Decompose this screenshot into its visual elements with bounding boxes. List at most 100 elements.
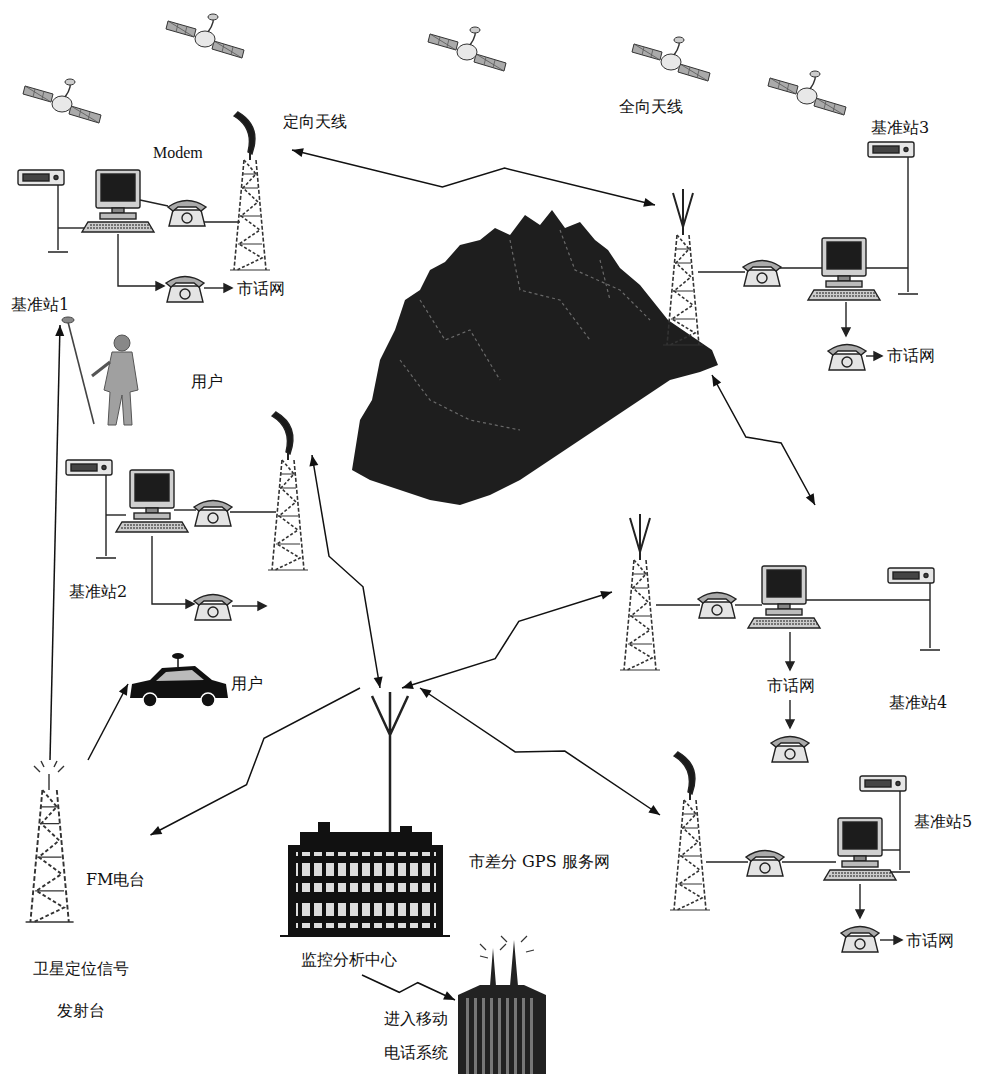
mountain-part bbox=[400, 230, 650, 430]
fm-transmitter-tower-part-part bbox=[26, 790, 74, 922]
satellites bbox=[23, 14, 846, 123]
node-label: 基准站1 bbox=[10, 295, 70, 314]
mobile-system-building-part bbox=[480, 936, 534, 958]
mobile-group: 进入移动 电话系统 bbox=[455, 940, 550, 1072]
link-line bbox=[151, 688, 361, 835]
reference-station-2-part bbox=[232, 605, 260, 606]
reference-station-5-part bbox=[782, 861, 836, 862]
mobile-system-building-part bbox=[490, 940, 518, 986]
reference-station-1-part bbox=[48, 185, 68, 252]
reference-station-1-part bbox=[118, 234, 158, 286]
user-car-part bbox=[201, 693, 215, 707]
reference-station-5-part bbox=[859, 884, 860, 912]
reference-station-4-part bbox=[771, 737, 809, 763]
signal-link bbox=[362, 975, 455, 1000]
reference-station-5-part bbox=[706, 861, 748, 862]
reference-station-2-part bbox=[186, 600, 194, 608]
reference-station-4-part bbox=[806, 599, 930, 600]
reference-station-1-part bbox=[204, 287, 226, 288]
fm-transmitter-tower-part bbox=[34, 761, 64, 772]
reference-station-4-part bbox=[748, 566, 820, 628]
user-person-part bbox=[92, 362, 110, 376]
link-line bbox=[712, 375, 815, 505]
reference-station-1-part bbox=[156, 282, 164, 290]
link-line bbox=[292, 150, 655, 205]
satellites-part bbox=[768, 71, 846, 115]
reference-station-4-part bbox=[789, 700, 790, 722]
reference-station-4-part bbox=[656, 604, 700, 605]
arrow-head bbox=[712, 375, 721, 387]
user-car-part bbox=[130, 666, 228, 698]
arrow-head bbox=[600, 591, 612, 600]
reference-station-1-part bbox=[166, 277, 204, 303]
mobile-system-building-part bbox=[458, 985, 546, 1074]
network-label: 市话网 bbox=[886, 346, 936, 365]
arrow-head bbox=[55, 325, 64, 336]
reference-station-3-part bbox=[866, 267, 908, 268]
node-label: 基准站3 bbox=[870, 118, 930, 137]
reference-station-3-part bbox=[808, 238, 880, 300]
reference-station-2-part bbox=[268, 460, 308, 570]
link-line bbox=[88, 684, 128, 760]
center-group: 监控分析中心 bbox=[285, 688, 445, 975]
reference-station-2-part bbox=[96, 475, 116, 558]
reference-station-4-part bbox=[786, 720, 794, 728]
reference-station-2-part bbox=[258, 602, 266, 610]
network-label: 市话网 bbox=[236, 279, 286, 298]
reference-station-2 bbox=[66, 412, 308, 620]
signal-link bbox=[420, 688, 660, 815]
reference-station-2-part bbox=[194, 501, 232, 527]
monitoring-center-building-part bbox=[372, 692, 408, 842]
reference-station-5-part bbox=[894, 936, 902, 944]
user-person-part bbox=[68, 322, 94, 424]
arrow-head bbox=[119, 684, 128, 696]
arrow-head bbox=[648, 805, 660, 815]
reference-station-3-part bbox=[663, 235, 703, 345]
monitoring-center-building-part bbox=[296, 896, 436, 928]
reference-station-5-part bbox=[841, 927, 879, 953]
reference-station-3 bbox=[663, 142, 918, 370]
user-person-part bbox=[114, 335, 130, 351]
node-label: 监控分析中心 bbox=[300, 950, 398, 969]
mobile-system-building bbox=[458, 936, 546, 1074]
reference-station-3-part bbox=[898, 157, 918, 294]
reference-station-2-part bbox=[272, 412, 293, 460]
reference-station-3-part bbox=[845, 302, 846, 330]
monitoring-center-building-part bbox=[300, 822, 432, 845]
reference-station-1-part bbox=[204, 221, 240, 222]
user-person-part bbox=[62, 317, 74, 323]
reference-station-1-part bbox=[234, 112, 255, 160]
reference-station-4-part bbox=[920, 583, 940, 650]
reference-station-1-part bbox=[224, 284, 232, 292]
node-label: 卫星定位信号 发射台 bbox=[30, 948, 132, 1032]
arrow-head bbox=[292, 148, 304, 157]
arrow-head bbox=[443, 991, 455, 1000]
arrow-head bbox=[806, 493, 815, 505]
satellites-part bbox=[632, 37, 710, 81]
reference-station-2-part bbox=[66, 460, 112, 475]
node-label: 基准站5 bbox=[913, 812, 973, 831]
monitoring-center-building bbox=[280, 692, 450, 936]
reference-station-2-part bbox=[116, 470, 188, 532]
satellites-part bbox=[428, 27, 506, 71]
link-line bbox=[362, 975, 455, 1000]
signal-link bbox=[309, 455, 382, 688]
monitoring-center-building-part bbox=[296, 852, 436, 892]
reference-station-3-part bbox=[698, 271, 745, 272]
satellites-part bbox=[23, 79, 101, 123]
signal-link bbox=[50, 325, 64, 760]
user-car-part bbox=[156, 670, 204, 681]
reference-station-5-part bbox=[882, 849, 900, 850]
user-group: 用户 bbox=[60, 320, 230, 432]
reference-station-3-part bbox=[743, 261, 781, 287]
reference-station-3-part bbox=[780, 267, 822, 268]
modem-label: Modem bbox=[152, 143, 204, 162]
node-label: 进入移动 电话系统 bbox=[383, 1002, 455, 1070]
node-label: FM电台 bbox=[85, 870, 146, 889]
network-label: 市话网 bbox=[766, 676, 816, 695]
reference-station-4-part bbox=[630, 514, 650, 560]
node-label: 用户 bbox=[190, 372, 224, 391]
